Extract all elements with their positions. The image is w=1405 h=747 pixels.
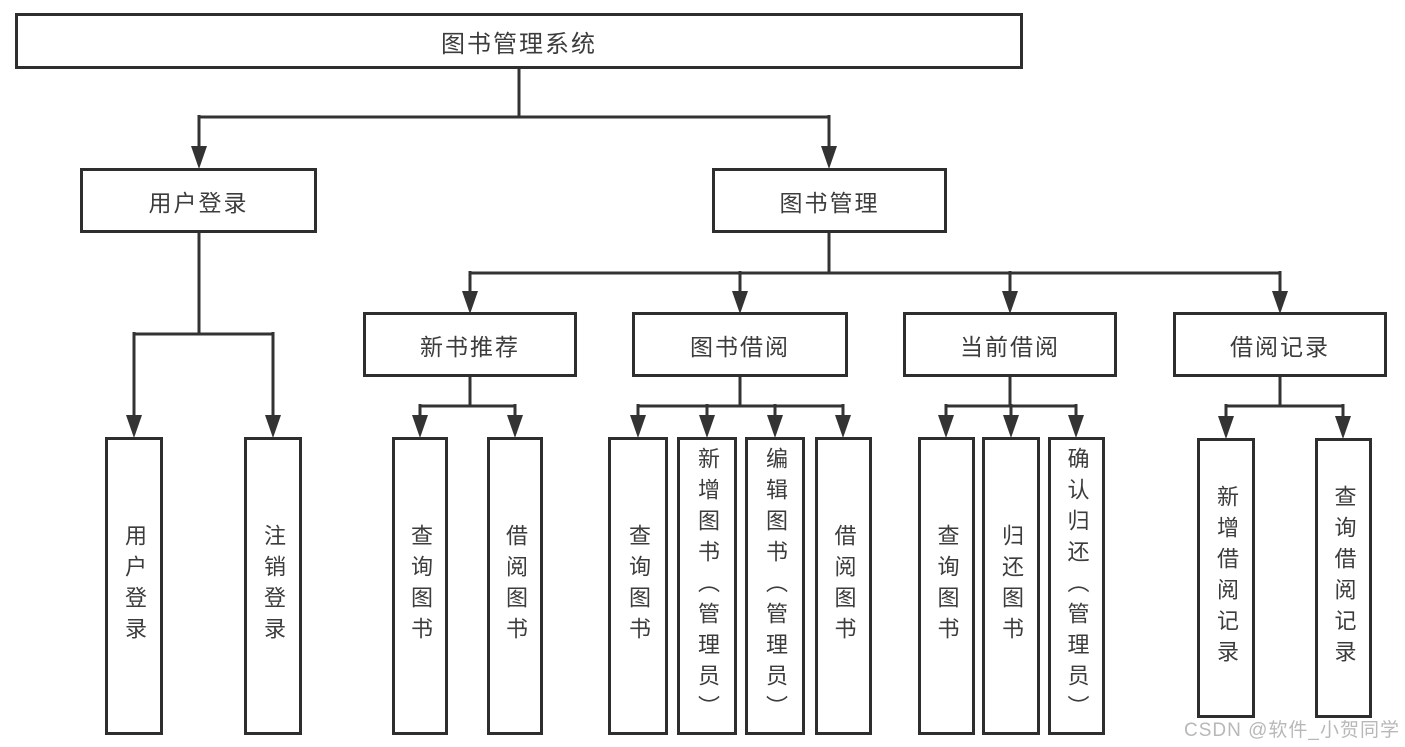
- leaf-borrow-books: 借阅图书: [815, 437, 872, 735]
- node-current-borrowing: 当前借阅: [903, 312, 1117, 377]
- node-book-borrowing: 图书借阅: [632, 312, 848, 377]
- leaf-add-borrow-record: 新增借阅记录: [1197, 438, 1255, 718]
- arrowheads: [126, 146, 1351, 439]
- leaf-borrow-books-recommend: 借阅图书: [487, 437, 543, 735]
- node-library-management-system: 图书管理系统: [15, 13, 1023, 69]
- leaf-return-books: 归还图书: [982, 437, 1040, 735]
- leaf-confirm-return-admin: 确认归还（管理员）: [1048, 437, 1105, 735]
- leaf-query-books-current: 查询图书: [918, 437, 975, 735]
- node-user-login: 用户登录: [80, 168, 317, 233]
- node-book-management: 图书管理: [712, 168, 947, 233]
- leaf-add-books-admin: 新增图书（管理员）: [677, 437, 737, 735]
- leaf-edit-books-admin: 编辑图书（管理员）: [745, 437, 805, 735]
- leaf-query-borrow-record: 查询借阅记录: [1315, 438, 1372, 718]
- node-borrowing-records: 借阅记录: [1173, 312, 1387, 377]
- leaf-user-login: 用户登录: [105, 437, 163, 735]
- leaf-query-books-borrowing: 查询图书: [608, 437, 668, 735]
- leaf-query-books-recommend: 查询图书: [392, 437, 448, 735]
- node-new-book-recommend: 新书推荐: [363, 312, 577, 377]
- leaf-logout: 注销登录: [244, 437, 302, 735]
- csdn-watermark: CSDN @软件_小贺同学: [1184, 720, 1400, 741]
